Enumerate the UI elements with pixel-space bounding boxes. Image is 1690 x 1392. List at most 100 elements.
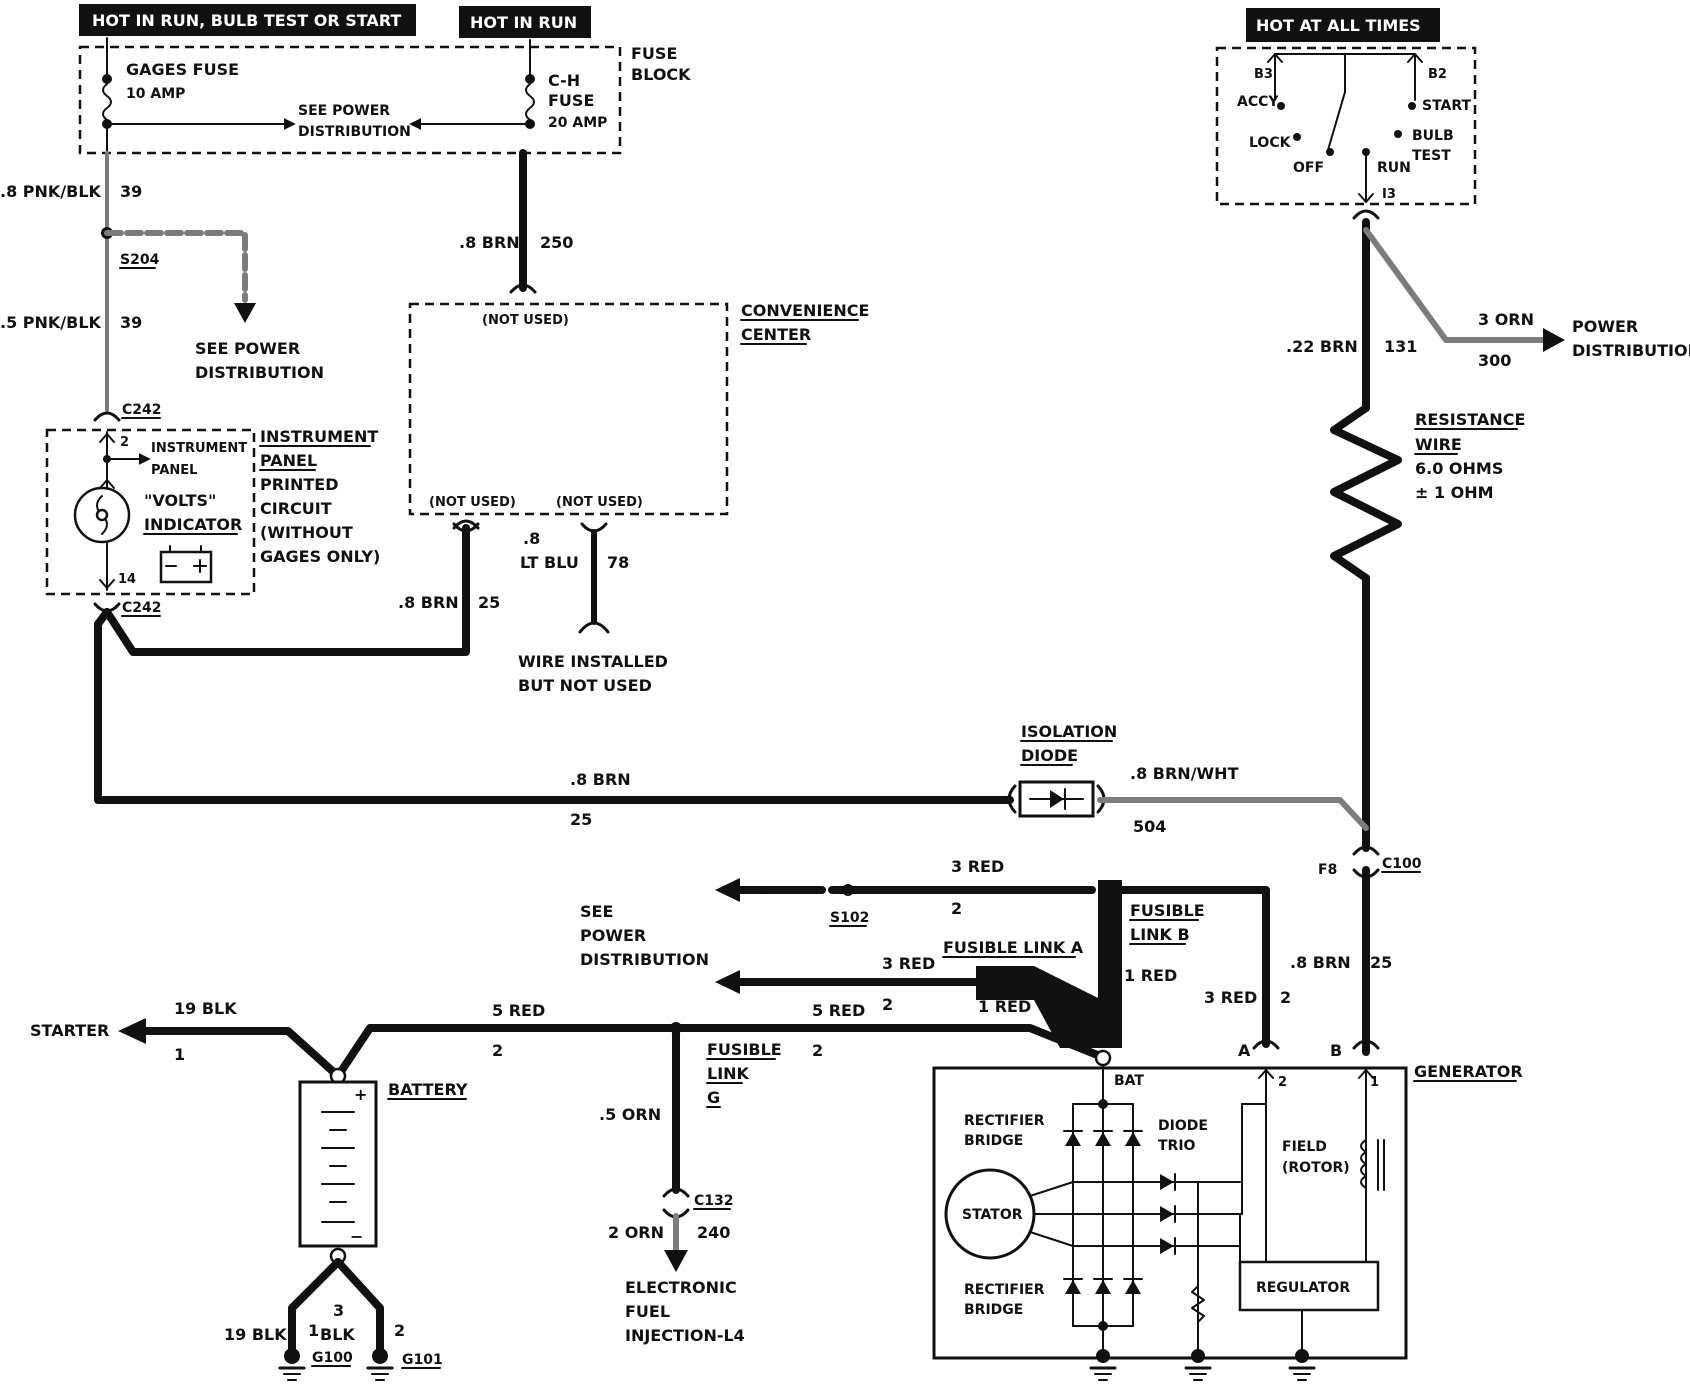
ign-b3: B3 (1254, 67, 1273, 82)
resistance-label-4: ± 1 OHM (1415, 483, 1494, 502)
battery-icon (298, 1080, 378, 1248)
starter-arrow-icon (118, 1018, 146, 1044)
s102-arrow-icon (715, 878, 740, 902)
ip-circuit-5: (WITHOUT (260, 523, 353, 542)
ip-circuit-3: PRINTED (260, 475, 339, 494)
efi-1: ELECTRONIC (625, 1278, 737, 1297)
diode-trio-1: DIODE (1158, 1118, 1208, 1134)
isolation-diode: ISOLATION DIODE .8 BRN 25 .8 BRN/WHT 504… (570, 722, 1422, 1056)
starter-label: STARTER (30, 1021, 109, 1040)
ch-fuse-icon (525, 83, 535, 121)
wire-25-num-top: 25 (478, 593, 500, 612)
wire-39-top-gauge: .8 PNK/BLK (0, 182, 102, 201)
wire-300-num: 300 (1478, 351, 1511, 370)
not-used-left: (NOT USED) (429, 495, 516, 510)
wire-25-mid-num: 25 (570, 810, 592, 829)
fusible-g-1: FUSIBLE (707, 1040, 782, 1059)
ch-fuse-amp: 20 AMP (548, 115, 607, 131)
red5-left: 5 RED (492, 1001, 545, 1020)
wire-39-bot-gauge: .5 PNK/BLK (0, 313, 102, 332)
battery: + − BATTERY 3 BLK 19 BLK 1 2 (224, 1067, 468, 1381)
regulator-label: REGULATOR (1256, 1280, 1350, 1296)
see-power-arrow-icon (234, 303, 256, 323)
red3-gen-num: 2 (1280, 988, 1291, 1007)
resistance-label-3: 6.0 OHMS (1415, 459, 1503, 478)
fuse-block-title-2: BLOCK (631, 65, 691, 84)
wire-131: 3 ORN 300 POWER DISTRIBUTION .22 BRN 131… (1286, 209, 1690, 852)
resistance-wire-icon (1330, 404, 1402, 582)
header-hot-at-all-times: HOT AT ALL TIMES (1246, 8, 1440, 42)
ign-b2: B2 (1428, 67, 1447, 82)
header-hot-in-run: HOT IN RUN (459, 6, 591, 38)
not-used-right: (NOT USED) (556, 495, 643, 510)
red3-top-num: 2 (951, 899, 962, 918)
red5-right-num-2: 2 (812, 1041, 823, 1060)
red3-top: 3 RED (951, 857, 1004, 876)
blk19-ground: 19 BLK (224, 1325, 287, 1344)
generator: GENERATOR A B 2 1 BAT (932, 1039, 1523, 1381)
power-dist-right-2: DISTRIBUTION (1572, 341, 1690, 360)
convenience-title-2: CENTER (741, 325, 811, 344)
fusible-b-2: LINK B (1130, 925, 1190, 944)
gen-terminal-b: B (1330, 1041, 1342, 1060)
generator-title: GENERATOR (1414, 1062, 1523, 1081)
convenience-title-1: CONVENIENCE (741, 301, 869, 320)
ch-fuse-label-2: FUSE (548, 91, 594, 110)
wire-131-gauge: .22 BRN (1286, 337, 1358, 356)
wire-250-num: 250 (540, 233, 573, 252)
stator-label: STATOR (962, 1207, 1023, 1223)
c242-top: C242 (122, 402, 162, 418)
gages-fuse-icon (102, 83, 112, 121)
resistance-label-2: WIRE (1415, 435, 1462, 454)
field-rotor-icon (1360, 1139, 1367, 1189)
ch-fuse-label-1: C-H (548, 71, 580, 90)
red5-right: 5 RED (812, 1001, 865, 1020)
wire-300-gauge: 3 ORN (1478, 310, 1534, 329)
instrument-panel: 2 INSTRUMENT PANEL "VOLTS" INDICATOR 14 … (45, 427, 380, 596)
fuse-block-title-1: FUSE (631, 44, 677, 63)
field-2: (ROTOR) (1282, 1160, 1350, 1176)
gages-fuse-label: GAGES FUSE (126, 60, 239, 79)
red1-link-a: 1 RED (978, 997, 1031, 1016)
orn2: 2 ORN (608, 1223, 664, 1242)
svg-text:HOT IN RUN: HOT IN RUN (470, 13, 577, 32)
rectifier-bridge-top-icon (1063, 1130, 1143, 1146)
connector-c242-top-icon (93, 411, 121, 422)
ign-i3: I3 (1382, 187, 1396, 202)
not-used-top: (NOT USED) (482, 313, 569, 328)
wire-504-num: 504 (1133, 817, 1166, 836)
regulator-icon (1238, 1260, 1380, 1312)
diode-trio-2: TRIO (1158, 1138, 1196, 1154)
header-hot-run-bulb-start: HOT IN RUN, BULB TEST OR START (79, 4, 416, 36)
efi-2: FUEL (625, 1302, 670, 1321)
wire-78-gauge-2: LT BLU (520, 553, 579, 572)
ip-circuit-1: INSTRUMENT (260, 427, 378, 446)
fusible-link-a-icon (976, 966, 1102, 1048)
efi-arrow-icon (664, 1250, 688, 1272)
splice-s204: S204 (120, 252, 160, 268)
gen-pin-1: 1 (1370, 1075, 1379, 1090)
fuse-block: FUSE BLOCK GAGES FUSE 10 AMP SEE POWER D… (78, 37, 691, 155)
ign-start: START (1422, 98, 1472, 114)
see-power-lower-3: DISTRIBUTION (580, 950, 709, 969)
gen-bat: BAT (1114, 1073, 1144, 1089)
ip-label-2: PANEL (151, 463, 197, 478)
c242-bottom: C242 (122, 600, 162, 616)
convenience-center: .8 BRN 250 (NOT USED) CONVENIENCE CENTER… (408, 149, 869, 695)
wire-504-gauge: .8 BRN/WHT (1130, 764, 1239, 783)
svg-text:HOT AT ALL TIMES: HOT AT ALL TIMES (1256, 16, 1421, 35)
ign-run: RUN (1377, 160, 1411, 176)
ground-num-2: 2 (394, 1321, 405, 1340)
isolation-label-1: ISOLATION (1021, 722, 1117, 741)
diode-trio-icon (1160, 1173, 1176, 1255)
wire-25-mid-gauge: .8 BRN (570, 770, 631, 789)
ignition-switch: B3 B2 ACCY START LOCK BULB TEST OFF RUN … (1215, 46, 1477, 206)
red1-link-b: 1 RED (1124, 966, 1177, 985)
generator-grounds-icon (1089, 1349, 1316, 1381)
wire-250-gauge: .8 BRN (459, 233, 520, 252)
ground-num-1: 1 (308, 1321, 319, 1340)
wire-39-top-num: 39 (120, 182, 142, 201)
fusible-g-2: LINK (707, 1064, 750, 1083)
ip-pin-2: 2 (120, 435, 129, 450)
